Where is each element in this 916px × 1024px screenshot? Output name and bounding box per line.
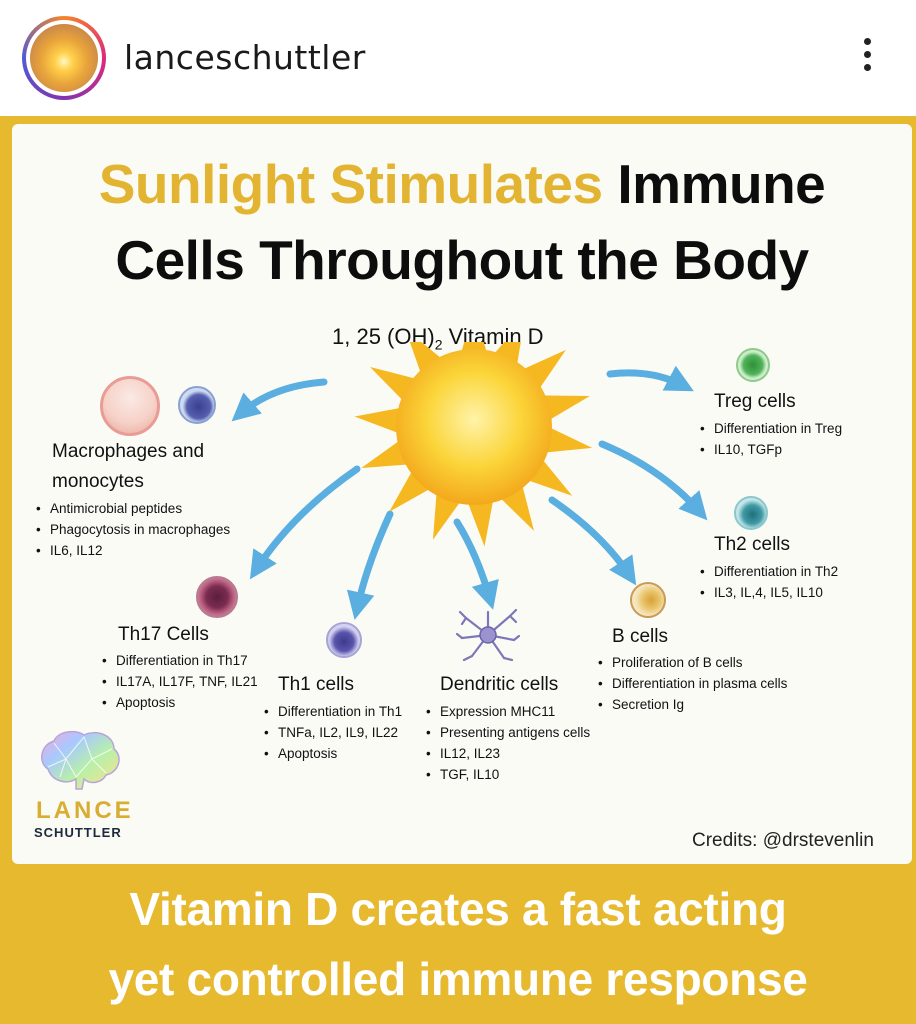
sun-icon — [354, 342, 593, 547]
brand-logo: LANCE SCHUTTLER — [30, 729, 131, 849]
more-dot — [863, 51, 871, 58]
macrophage-cell-icon — [100, 376, 160, 436]
arrow-to-bcells — [548, 496, 637, 586]
vitamin-label-sub: 2 — [434, 336, 443, 353]
list-item: Differentiation in plasma cells — [596, 673, 787, 694]
list-item: Presenting antigens cells — [424, 722, 590, 743]
list-item: Secretion Ig — [596, 694, 787, 715]
list-item: Antimicrobial peptides — [34, 498, 230, 519]
list-item: Differentiation in Th17 — [100, 650, 258, 671]
th1-title: Th1 cells — [278, 674, 355, 695]
dendritic-cell-icon — [456, 608, 520, 662]
th17-title: Th17 Cells — [118, 624, 209, 645]
th2-title: Th2 cells — [714, 534, 791, 555]
arrow-to-treg — [606, 365, 694, 392]
list-item: IL6, IL12 — [34, 540, 230, 561]
arrows-layer — [231, 365, 708, 620]
macrophages-list: Antimicrobial peptides Phagocytosis in m… — [34, 498, 230, 561]
infographic-card: Sunlight Stimulates Immune Cells Through… — [12, 124, 912, 864]
macrophages-title-line-2: monocytes — [52, 471, 144, 492]
list-item: IL17A, IL17F, TNF, IL21 — [100, 671, 258, 692]
avatar-image — [30, 24, 98, 92]
treg-cell-icon — [736, 348, 770, 382]
arrow-to-th17 — [249, 465, 361, 580]
arrow-to-dendritic — [453, 518, 499, 610]
headline-line-1: Sunlight Stimulates Immune — [12, 152, 912, 216]
arrow-to-macrophages — [231, 378, 328, 422]
caption-line-1: Vitamin D creates a fast acting — [0, 882, 916, 936]
caption-line-1-rest: creates a fast acting — [338, 883, 787, 935]
th17-list: Differentiation in Th17 IL17A, IL17F, TN… — [100, 650, 258, 713]
credits-text: Credits: @drstevenlin — [692, 830, 874, 851]
th2-cell-icon — [734, 496, 768, 530]
macrophages-title: Macrophages and monocytes — [52, 437, 204, 497]
arrow-to-th1 — [346, 510, 394, 620]
list-item: Differentiation in Th2 — [698, 561, 838, 582]
list-item: Phagocytosis in macrophages — [34, 519, 230, 540]
post-image[interactable]: Sunlight Stimulates Immune Cells Through… — [0, 116, 916, 1024]
b-cell-icon — [630, 582, 666, 618]
headline-gold-text: Sunlight Stimulates — [98, 153, 603, 215]
list-item: TNFa, IL2, IL9, IL22 — [262, 722, 402, 743]
caption-line-2: yet controlled immune response — [108, 953, 808, 1005]
profile-avatar[interactable] — [22, 16, 106, 100]
list-item: IL12, IL23 — [424, 743, 590, 764]
th1-cell-icon — [326, 622, 362, 658]
th17-cell-icon — [196, 576, 238, 618]
list-item: Apoptosis — [262, 743, 402, 764]
treg-list: Differentiation in Treg IL10, TGFp — [698, 418, 842, 460]
more-dot — [863, 38, 871, 45]
list-item: TGF, IL10 — [424, 764, 590, 785]
dendritic-list: Expression MHC11 Presenting antigens cel… — [424, 701, 590, 785]
avatar-frame — [26, 20, 102, 96]
list-item: IL3, IL,4, IL5, IL10 — [698, 582, 838, 603]
username-link[interactable]: lanceschuttler — [124, 38, 366, 77]
b-cells-list: Proliferation of B cells Differentiation… — [596, 652, 787, 715]
logo-text-lance: LANCE — [36, 797, 134, 824]
post-header: lanceschuttler — [0, 0, 916, 116]
treg-title: Treg cells — [714, 391, 796, 412]
list-item: Proliferation of B cells — [596, 652, 787, 673]
b-cells-title: B cells — [612, 626, 668, 647]
arrow-to-th2 — [598, 440, 708, 521]
th1-list: Differentiation in Th1 TNFa, IL2, IL9, I… — [262, 701, 402, 764]
logo-text-schuttler: SCHUTTLER — [34, 825, 122, 840]
caption-bold: Vitamin D — [129, 883, 339, 935]
dendritic-title: Dendritic cells — [440, 674, 559, 695]
macrophages-title-line-1: Macrophages and — [52, 441, 205, 462]
headline-line-2: Cells Throughout the Body — [115, 229, 809, 291]
list-item: Differentiation in Th1 — [262, 701, 402, 722]
brain-icon — [41, 730, 120, 790]
more-dot — [863, 64, 871, 71]
list-item: IL10, TGFp — [698, 439, 842, 460]
list-item: Apoptosis — [100, 692, 258, 713]
list-item: Expression MHC11 — [424, 701, 590, 722]
monocyte-cell-icon — [178, 386, 216, 424]
headline-black-text: Immune — [617, 153, 826, 215]
list-item: Differentiation in Treg — [698, 418, 842, 439]
th2-list: Differentiation in Th2 IL3, IL,4, IL5, I… — [698, 561, 838, 603]
more-options-icon[interactable] — [852, 38, 882, 78]
